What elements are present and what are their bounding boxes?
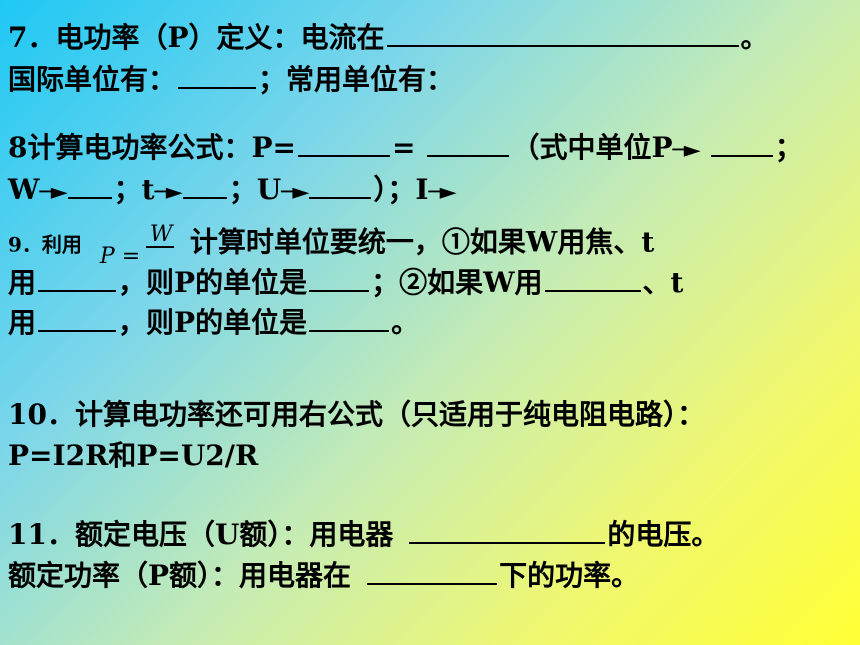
blank-9d[interactable] [38,304,117,332]
item7-common-label: ；常用单位有： [258,63,455,96]
blank-11a[interactable] [409,516,606,544]
item8-formula-label: 8计算电功率公式：P= [8,131,296,164]
item9-prefix: 9．利用 [8,232,82,257]
item9-unit-label: ，则P的单位是 [118,266,308,299]
item9-t-label: 、t [642,266,684,299]
item8-eq: = [392,131,416,164]
item7-intl-label: 国际单位有： [8,63,177,96]
item8-units-label: （式中单位P [511,131,673,164]
item11-line1: 11．额定电压（U额）：用电器 的电压。 [8,516,719,552]
item9-case2-label: ；②如果W用 [371,266,543,299]
item11-rated-power: 额定功率（P额）：用电器在 [8,559,352,592]
item7-text: 7．电功率（P）定义：电流在 [8,21,385,54]
item8-i-label: ）；I [373,173,429,206]
item9-line1: 9．利用 P = W 计算时单位要统一，①如果W用焦、t [8,222,655,269]
blank-9c[interactable] [544,264,641,292]
power-formula: P = W [100,222,182,269]
item11-voltage-end: 的电压。 [607,518,720,551]
item7-line1: 7．电功率（P）定义：电流在 。 [8,19,769,55]
item9-end: 。 [391,306,420,339]
blank-9b[interactable] [309,264,370,292]
item8-line2: W─►；t─►；U─►）；I─► [8,171,457,209]
item9-unit-label-2: ，则P的单位是 [118,306,308,339]
right-arrow-icon: ─► [281,179,309,205]
item8-line1: 8计算电功率公式：P= = （式中单位P─► ； [8,129,803,167]
fraction-bar [145,246,174,248]
formula-w: W [149,222,173,247]
item9-line2: 用 ，则P的单位是 ；②如果W用 、t [8,264,683,300]
item8-u-label: ；U [228,173,282,206]
item8-t-label: ；t [113,173,155,206]
item7-end: 。 [740,21,769,54]
blank-9a[interactable] [38,264,117,292]
item8-semi: ； [774,131,803,164]
blank-8d[interactable] [67,171,112,199]
item9-use-label-2: 用 [8,306,37,339]
item11-rated-voltage: 11．额定电压（U额）：用电器 [8,518,394,551]
blank-8e[interactable] [182,171,227,199]
item8-w-label: W [8,173,40,206]
right-arrow-icon: ─► [154,179,183,205]
item10-formulas: P=I2R和P=U2/R [8,439,259,472]
item7-line2: 国际单位有： ；常用单位有： [8,61,454,97]
right-arrow-icon: ─► [39,179,67,205]
blank-11b[interactable] [367,557,498,585]
item10-line2: P=I2R和P=U2/R [8,439,258,473]
item9-use-label: 用 [8,266,37,299]
right-arrow-icon: ─► [672,137,701,163]
blank-7a[interactable] [386,19,739,47]
item11-power-end: 下的功率。 [499,559,640,592]
blank-8b[interactable] [427,129,510,157]
blank-8f[interactable] [309,171,372,199]
blank-8c[interactable] [710,129,773,157]
blank-9e[interactable] [309,304,390,332]
item10-text: 10．计算电功率还可用右公式（只适用于纯电阻电路）： [8,398,705,431]
item9-rest: 计算时单位要统一，①如果W用焦、t [189,225,655,259]
formula-p: P = [99,244,141,269]
item11-line2: 额定功率（P额）：用电器在 下的功率。 [8,557,639,593]
item10-line1: 10．计算电功率还可用右公式（只适用于纯电阻电路）： [8,398,705,432]
blank-7b[interactable] [178,61,257,89]
right-arrow-icon: ─► [428,179,456,205]
blank-8a[interactable] [298,129,390,157]
item9-line3: 用 ，则P的单位是 。 [8,304,419,340]
